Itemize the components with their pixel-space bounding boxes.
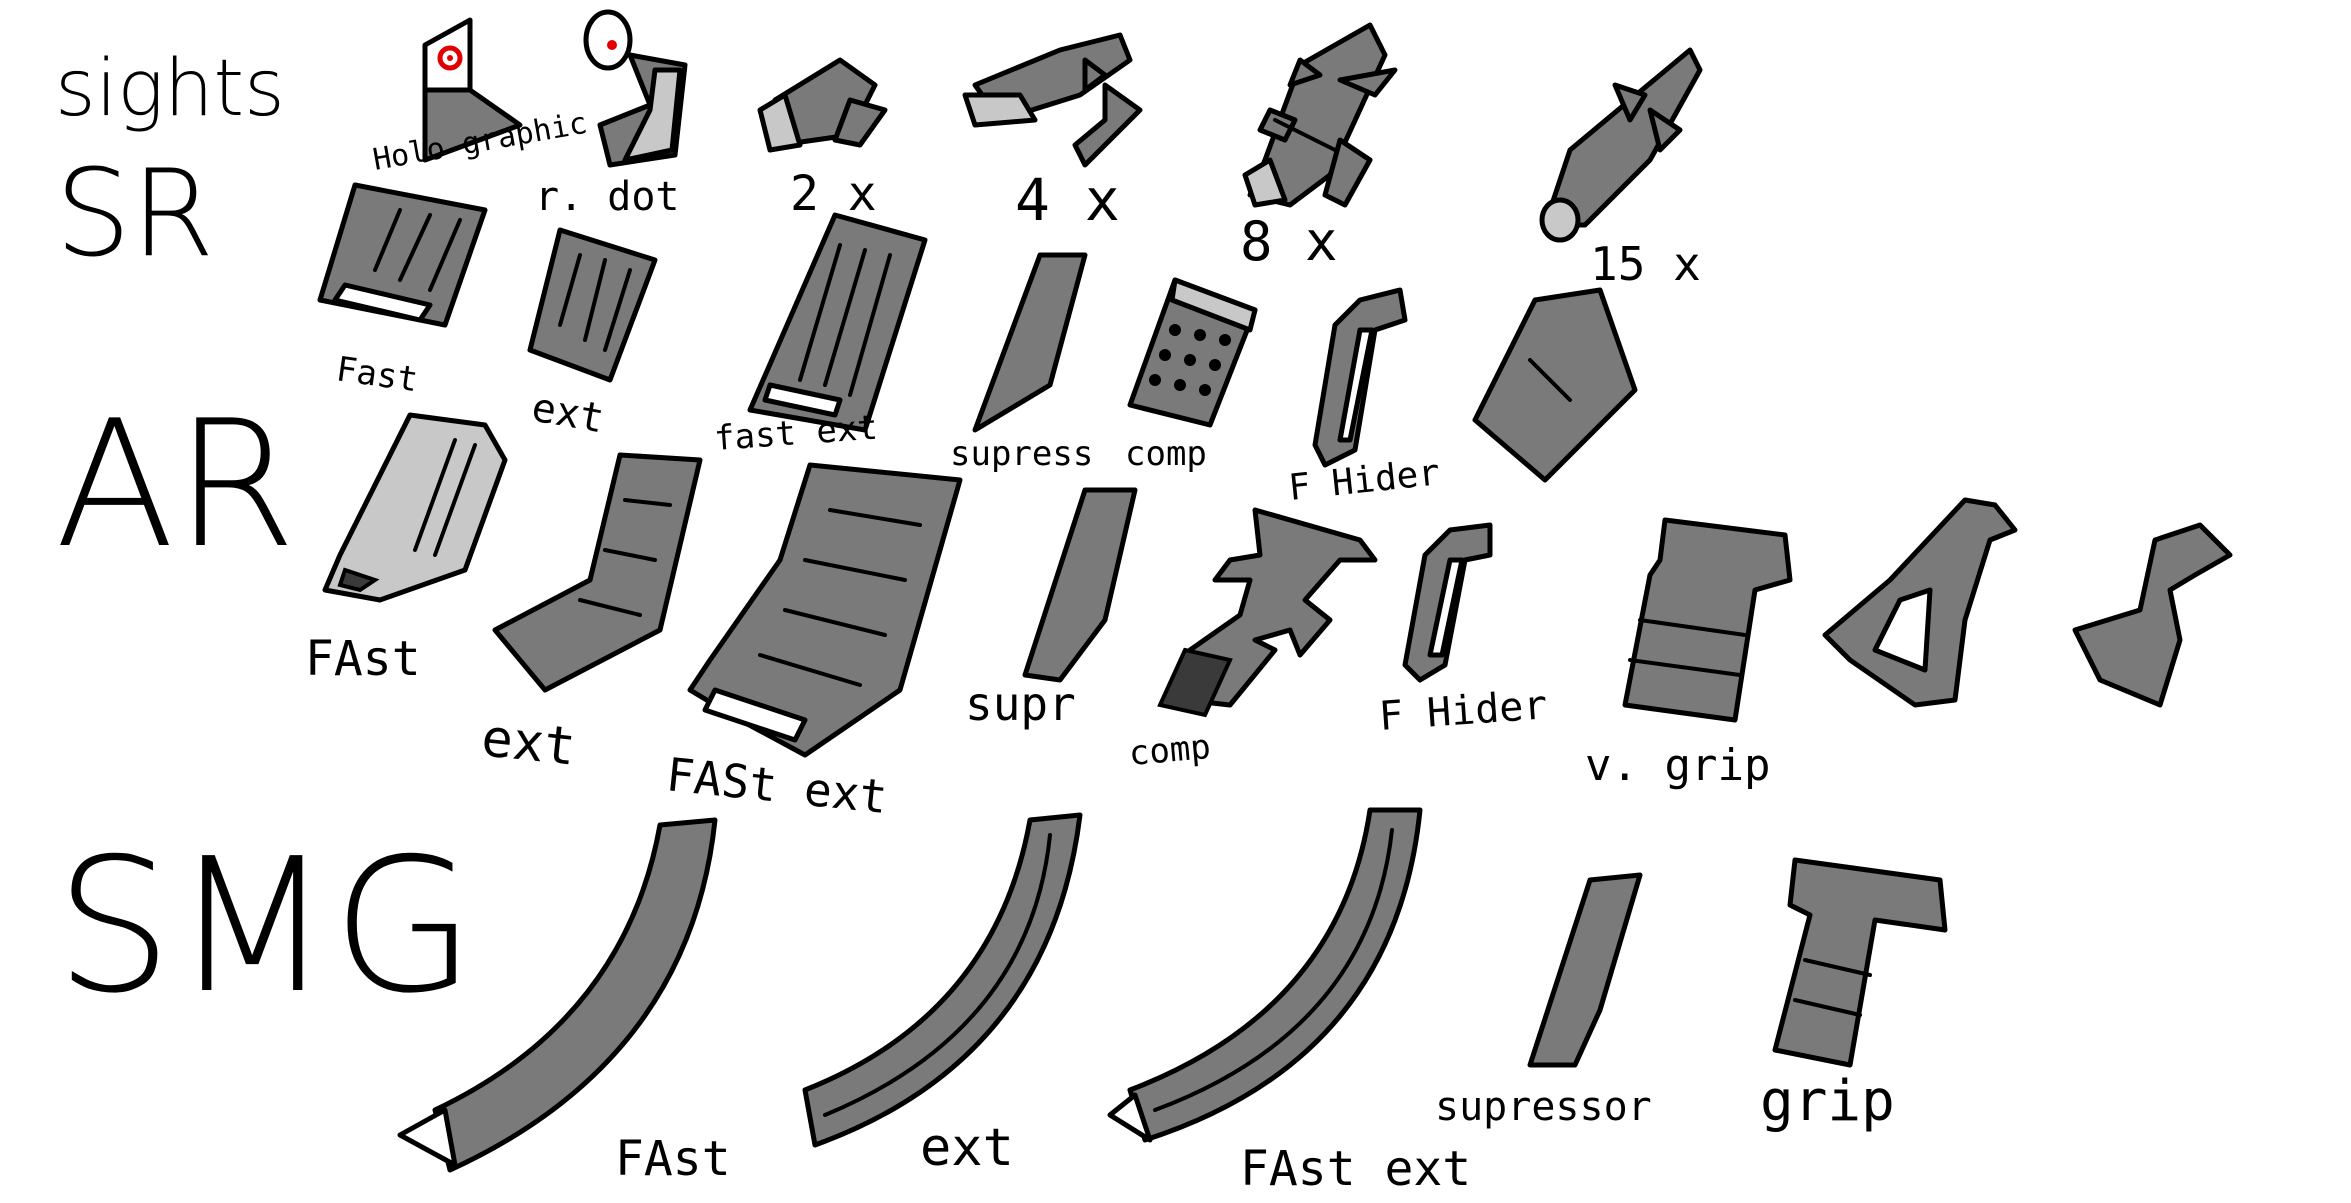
- ar-ext-mag: [492, 452, 703, 693]
- 8x-scope: [1242, 22, 1398, 208]
- sr-supressor: [972, 252, 1088, 433]
- label-8x: 8 x: [1240, 210, 1338, 273]
- row-label-sights: sights: [55, 44, 285, 134]
- holographic-sight: [422, 17, 523, 163]
- smg-ext-mag: [802, 812, 1083, 1148]
- 15x-scope: [1539, 47, 1703, 243]
- label-sr-fast-ext: fast ext: [713, 408, 879, 459]
- 4x-scope: [962, 32, 1143, 168]
- label-red-dot: r. dot: [535, 174, 680, 220]
- smg-grip: [1772, 857, 1948, 1068]
- ar-angled-grip: [1822, 497, 2018, 708]
- ar-supressor: [1022, 487, 1138, 683]
- label-ar-v-grip: v. grip: [1585, 740, 1770, 791]
- sr-flash-hider: [1312, 287, 1408, 468]
- row-label-ar: AR: [55, 384, 296, 587]
- ar-vertical-grip: [1622, 517, 1793, 723]
- label-sr-fast: Fast: [334, 349, 421, 400]
- label-smg-supressor: supressor: [1435, 1084, 1652, 1130]
- label-4x: 4 x: [1015, 166, 1120, 234]
- red-reticle-icon: [437, 45, 463, 71]
- label-smg-fast: FAst: [615, 1131, 731, 1187]
- label-smg-grip: grip: [1760, 1069, 1895, 1134]
- sr-grip: [1472, 287, 1638, 483]
- ar-half-grip: [2072, 522, 2233, 708]
- sr-fast-ext-mag: [747, 212, 928, 433]
- label-15x: 15 x: [1590, 237, 1701, 291]
- smg-fast-mag: [397, 817, 718, 1173]
- label-sr-supress: supress: [950, 434, 1093, 474]
- row-label-smg: SMG: [55, 818, 475, 1034]
- label-ar-fast: FAst: [305, 631, 421, 687]
- label-smg-fast-ext: FAst ext: [1240, 1141, 1471, 1197]
- ar-fast-mag: [322, 412, 508, 603]
- 2x-scope: [757, 57, 888, 153]
- sr-compensator: [1127, 277, 1258, 428]
- ar-fast-ext-mag: [687, 462, 963, 758]
- ar-compensator: [1157, 507, 1378, 718]
- label-sr-comp: comp: [1125, 434, 1207, 474]
- label-ar-f-hider: F Hider: [1377, 682, 1548, 740]
- sr-fast-mag: [317, 182, 488, 328]
- label-2x: 2 x: [790, 166, 877, 222]
- label-sr-f-hider: F Hider: [1287, 452, 1442, 509]
- label-sr-ext: ext: [528, 385, 607, 443]
- smg-fast-ext-mag: [1107, 807, 1423, 1143]
- ar-flash-hider: [1402, 522, 1493, 683]
- label-ar-supr: supr: [965, 677, 1076, 731]
- label-smg-ext: ext: [920, 1118, 1014, 1178]
- smg-supressor: [1527, 872, 1643, 1068]
- red-dot-sight: [583, 9, 688, 168]
- row-label-sr: SR: [55, 145, 215, 284]
- label-ar-ext: ext: [479, 708, 579, 777]
- label-ar-comp: comp: [1127, 727, 1212, 774]
- sr-ext-mag: [527, 227, 658, 383]
- label-ar-fast-ext: FASt ext: [664, 747, 890, 824]
